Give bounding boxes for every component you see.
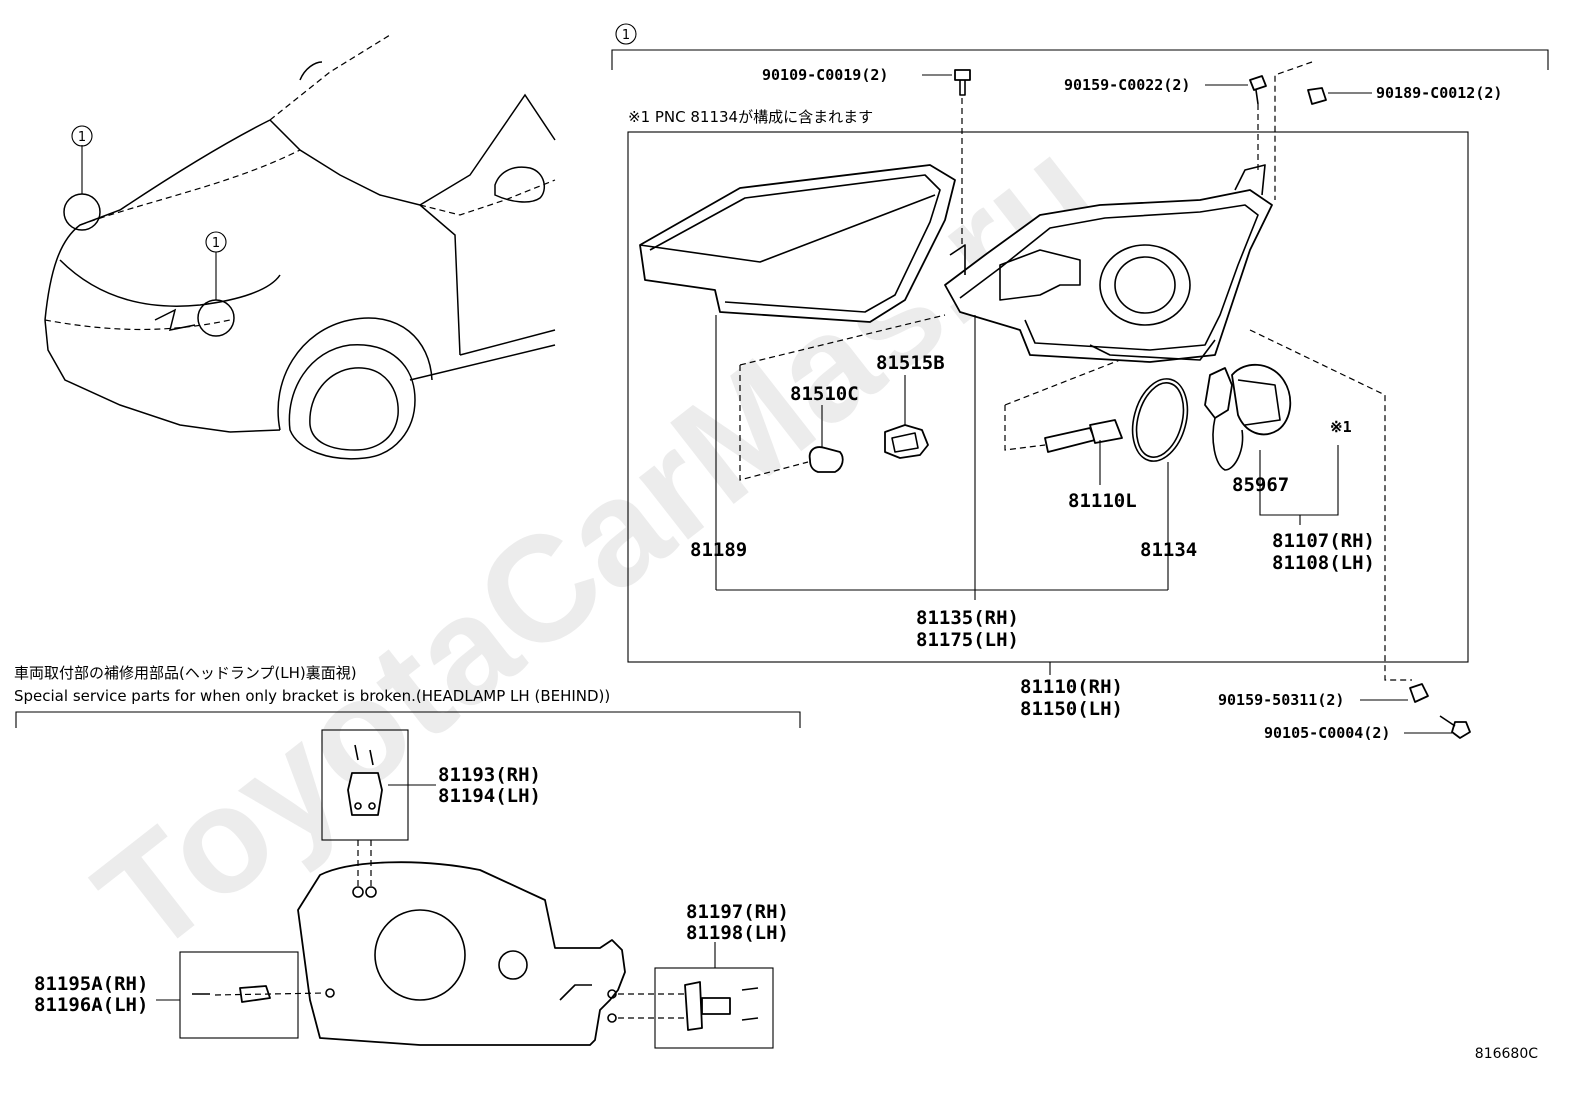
group-note: ※1 PNC 81134が構成に含まれます (628, 108, 873, 126)
callout-number: 1 (78, 130, 86, 145)
nut-90159-lower[interactable] (1409, 683, 1429, 703)
bracket-81197-box (654, 967, 774, 1049)
label-90159-lower: 90159-50311(2) (1218, 691, 1344, 709)
diagram-reference: 816680C (1475, 1046, 1538, 1062)
headlamp-assembly-box (627, 131, 1469, 663)
label-81510c: 81510C (790, 383, 859, 405)
bulb-81510c[interactable] (808, 446, 844, 473)
label-81196a: 81196A(LH) (34, 994, 148, 1016)
callout-number: 1 (622, 28, 630, 43)
label-81110: 81110(RH) (1020, 676, 1123, 698)
label-81110l: 81110L (1068, 490, 1137, 512)
special-title-jp: 車両取付部の補修用部品(ヘッドランプ(LH)裏面視) (14, 664, 357, 682)
socket-81515b[interactable] (884, 424, 929, 459)
bolt-90105[interactable] (1439, 715, 1471, 739)
label-85967: 85967 (1232, 474, 1289, 496)
bracket-81195a-box (179, 951, 299, 1039)
special-service-parts: 車両取付部の補修用部品(ヘッドランプ(LH)裏面視) Special servi… (14, 664, 801, 1049)
label-81194: 81194(LH) (438, 785, 541, 807)
lens-81189[interactable] (639, 164, 956, 323)
label-81134: 81134 (1140, 539, 1197, 561)
assembly-group: 1 ※1 PNC 81134が構成に含まれます 90109-C0019(2) 9… (611, 23, 1549, 742)
label-81195a: 81195A(RH) (34, 973, 148, 995)
car-front-view: 1 1 (44, 34, 556, 460)
headlamp-rear-housing[interactable] (297, 861, 626, 1046)
label-81198: 81198(LH) (686, 922, 789, 944)
bracket-81197[interactable] (684, 981, 759, 1031)
label-81175: 81175(LH) (916, 629, 1019, 651)
callout-circle (71, 125, 93, 147)
label-81515b: 81515B (876, 352, 945, 374)
bracket-81193[interactable] (347, 744, 383, 816)
label-81135: 81135(RH) (916, 607, 1019, 629)
callout-circle (615, 23, 637, 45)
label-90109: 90109-C0019(2) (762, 66, 888, 84)
label-90189: 90189-C0012(2) (1376, 84, 1502, 102)
label-81150: 81150(LH) (1020, 698, 1123, 720)
label-81189: 81189 (690, 539, 747, 561)
label-90105: 90105-C0004(2) (1264, 724, 1390, 742)
hid-bulb-81110l[interactable] (1044, 419, 1123, 453)
label-81193: 81193(RH) (438, 764, 541, 786)
callout-number: 1 (212, 236, 220, 251)
note-mark: ※1 (1330, 418, 1352, 436)
callout-circle (205, 231, 227, 253)
seal-81134[interactable] (1124, 373, 1196, 468)
label-81197: 81197(RH) (686, 901, 789, 923)
screw-90159-upper[interactable] (1249, 75, 1267, 105)
bolt-90109[interactable] (954, 69, 971, 96)
right-headlamp-location (197, 299, 235, 337)
igniter-85967[interactable] (1204, 363, 1292, 471)
label-90159-upper: 90159-C0022(2) (1064, 76, 1190, 94)
clip-90189[interactable] (1307, 87, 1327, 105)
label-81107: 81107(RH) (1272, 530, 1375, 552)
label-81108: 81108(LH) (1272, 552, 1375, 574)
special-title-en: Special service parts for when only brac… (14, 687, 610, 705)
headlamp-housing[interactable] (944, 164, 1273, 363)
